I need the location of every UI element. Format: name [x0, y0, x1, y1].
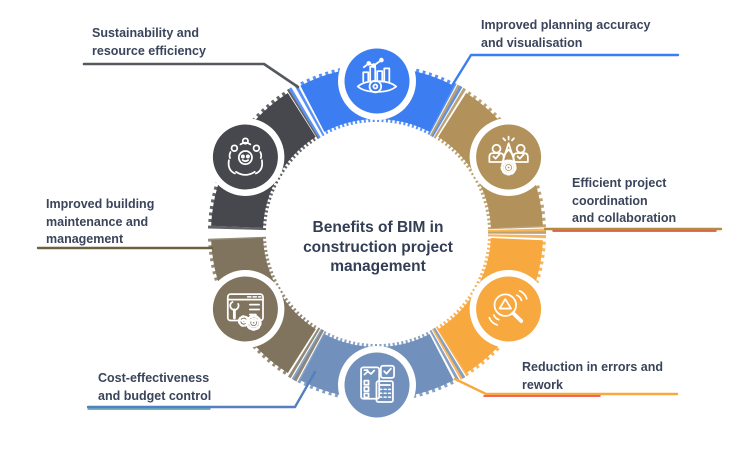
leader-line-sustainability	[82, 62, 300, 89]
icon-disc	[476, 124, 542, 190]
leader-line-planning	[448, 53, 680, 91]
label-planning: Improved planning accuracy and visualisa…	[481, 18, 651, 50]
leader-line-cost	[86, 370, 317, 409]
diagram-title: Benefits of BIM in construction project …	[303, 219, 453, 275]
label-errors: Reduction in errors and rework	[522, 360, 663, 392]
icon-badges	[206, 42, 548, 424]
leader-lines	[36, 53, 723, 410]
leader-line-errors	[453, 377, 679, 396]
icon-badge-errors	[469, 270, 548, 348]
label-cost: Cost-effectiveness and budget control	[98, 371, 212, 403]
icon-badge-planning	[338, 42, 416, 120]
icon-badge-maintenance	[206, 270, 285, 348]
icon-badge-cost	[338, 346, 416, 424]
icon-disc	[212, 124, 278, 190]
label-maintenance: Improved building maintenance and manage…	[46, 197, 155, 246]
icon-disc	[212, 276, 278, 342]
label-sustainability: Sustainability and resource efficiency	[92, 26, 206, 58]
icon-badge-coordination	[469, 118, 548, 196]
icon-badge-sustainability	[206, 118, 285, 196]
label-coordination: Efficient project coordination and colla…	[572, 176, 677, 225]
